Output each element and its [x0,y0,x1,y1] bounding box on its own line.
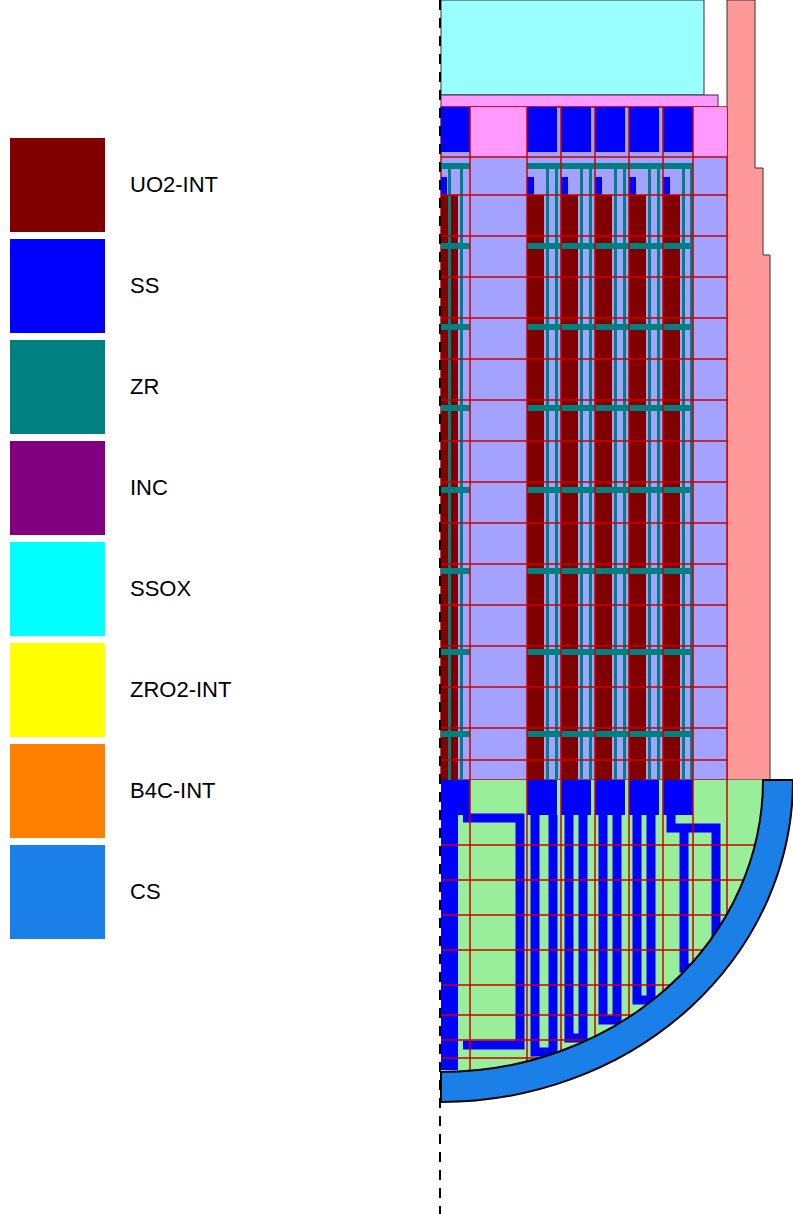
symmetry-axis [439,0,441,1214]
illustration-part [463,818,520,1045]
illustration-part [569,815,583,1038]
legend-label: SSOX [130,576,191,602]
illustration-part [693,107,727,157]
illustration-part [527,324,693,330]
illustration-part [527,243,693,249]
legend-label: CS [130,879,161,905]
illustration-part [441,649,470,655]
legend-label: SS [130,273,159,299]
illustration-part [527,568,693,574]
illustration-part [441,568,470,574]
illustration-part [527,177,534,195]
legend-swatch [10,239,105,333]
illustration-part [527,780,557,815]
illustration-part [561,780,591,815]
illustration-part [595,107,625,152]
illustration-part [441,780,458,1070]
illustration-part [441,487,470,493]
legend-label: UO2-INT [130,172,218,198]
core-barrel [727,0,770,780]
illustration-part [535,815,553,1052]
illustration-part [441,157,727,760]
illustration-part [527,731,693,737]
upper-plate [441,95,718,107]
legend-label: ZR [130,374,159,400]
illustration-part [595,177,602,195]
legend-swatch [10,744,105,838]
upper-oxide-block [441,0,704,95]
illustration-part [441,107,727,780]
illustration-part [527,107,557,152]
legend-swatch [10,845,105,939]
illustration-part [629,107,659,152]
illustration-part [663,177,670,195]
illustration-part [441,405,470,411]
legend-label: B4C-INT [130,778,216,804]
illustration-part [527,163,693,169]
legend-swatch [10,643,105,737]
illustration-part [637,815,651,1000]
illustration-part [441,163,693,737]
illustration-part [527,405,693,411]
illustration-part [663,780,693,815]
core-region [441,107,727,780]
illustration-part [527,649,693,655]
vessel-head [441,780,793,1102]
illustration-part [663,107,693,152]
illustration-part [470,107,693,780]
legend-label: INC [130,475,168,501]
illustration-part [441,177,447,195]
illustration-part [441,731,470,737]
illustration-part [441,163,470,169]
illustration-part [527,487,693,493]
legend-label: ZRO2-INT [130,677,231,703]
illustration-part [629,177,636,195]
illustration-part [561,177,568,195]
illustration-part [595,780,625,815]
illustration-part [629,780,659,815]
illustration-part [561,107,591,152]
legend-swatch [10,138,105,232]
illustration-part [441,243,470,249]
legend-swatch [10,441,105,535]
legend-swatch [10,542,105,636]
illustration-part [441,107,470,152]
illustration-part [441,324,470,330]
illustration-part [441,107,727,780]
legend-swatch [10,340,105,434]
illustration-part [470,107,527,157]
